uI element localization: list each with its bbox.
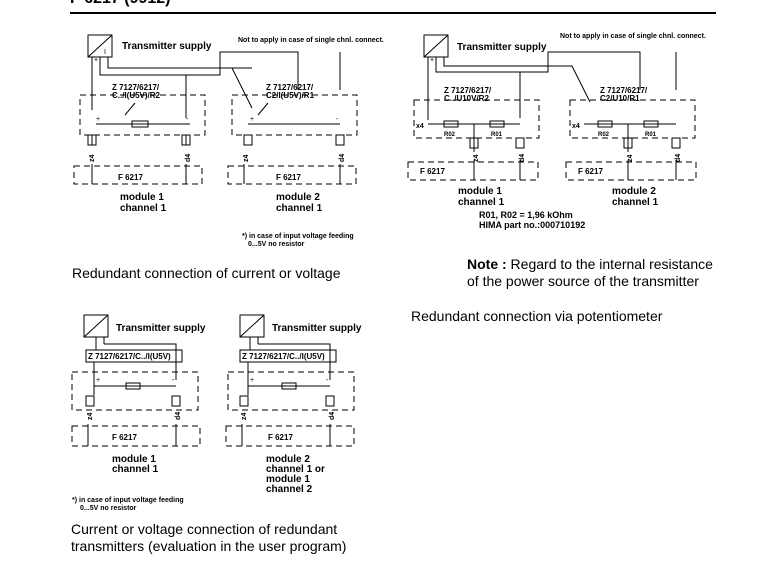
svg-text:I: I bbox=[104, 49, 106, 56]
svg-text:+: + bbox=[96, 377, 100, 384]
svg-text:d4: d4 bbox=[185, 154, 192, 162]
svg-text:Z 7127/6217/C../I(U5V): Z 7127/6217/C../I(U5V) bbox=[88, 352, 171, 361]
svg-text:channel 1: channel 1 bbox=[458, 197, 505, 208]
svg-text:+: + bbox=[96, 116, 100, 123]
m2-type-l1: Z 7127/6217/ bbox=[266, 83, 314, 92]
svg-text:module 1: module 1 bbox=[266, 474, 310, 485]
svg-text:module 1: module 1 bbox=[112, 454, 156, 465]
svg-text:+: + bbox=[250, 377, 254, 384]
svg-text:*) in case of input voltage fe: *) in case of input voltage feeding bbox=[72, 497, 184, 504]
svg-text:F 6217: F 6217 bbox=[578, 167, 603, 176]
svg-text:F 6217: F 6217 bbox=[420, 167, 445, 176]
svg-text:R01, R02 = 1,96 kOhm: R01, R02 = 1,96 kOhm bbox=[479, 210, 573, 220]
m1-type-l1: Z 7127/6217/ bbox=[112, 83, 160, 92]
svg-text:z4: z4 bbox=[473, 155, 480, 163]
svg-text:z4: z4 bbox=[627, 155, 634, 163]
svg-text:d4: d4 bbox=[175, 412, 182, 420]
svg-text:-: - bbox=[326, 377, 329, 384]
svg-text:channel 2: channel 2 bbox=[266, 484, 313, 495]
svg-text:+: + bbox=[94, 57, 98, 64]
svg-text:Transmitter supply: Transmitter supply bbox=[272, 323, 362, 334]
svg-text:Transmitter supply: Transmitter supply bbox=[116, 323, 206, 334]
svg-text:Transmitter supply: Transmitter supply bbox=[457, 42, 547, 53]
svg-text:+: + bbox=[250, 116, 254, 123]
svg-text:-: - bbox=[336, 116, 339, 123]
svg-text:module 2: module 2 bbox=[276, 192, 320, 203]
svg-text:module 2: module 2 bbox=[266, 454, 310, 465]
svg-text:channel 1: channel 1 bbox=[112, 464, 159, 475]
svg-text:+: + bbox=[430, 57, 434, 64]
page-header: F 6217 (9912) bbox=[70, 0, 171, 8]
svg-text:F 6217: F 6217 bbox=[276, 173, 301, 182]
caption-line-2: transmitters (evaluation in the user pro… bbox=[71, 538, 347, 554]
svg-text:z4: z4 bbox=[243, 155, 250, 163]
svg-text:z4: z4 bbox=[241, 413, 248, 421]
m2-type-l2: C2/I(U5V)/R1 bbox=[266, 91, 315, 100]
svg-text:F 6217: F 6217 bbox=[112, 433, 137, 442]
svg-text:0...5V no resistor: 0...5V no resistor bbox=[248, 241, 305, 248]
caption-current-voltage: Redundant connection of current or volta… bbox=[72, 265, 341, 281]
svg-text:-: - bbox=[186, 116, 189, 123]
svg-text:d4: d4 bbox=[519, 154, 526, 162]
svg-text:R02: R02 bbox=[444, 132, 456, 138]
svg-text:module 1: module 1 bbox=[120, 192, 164, 203]
svg-text:F 6217: F 6217 bbox=[118, 173, 143, 182]
header-rule bbox=[70, 12, 716, 14]
svg-text:channel 1: channel 1 bbox=[612, 197, 659, 208]
svg-text:*) in case of input voltage fe: *) in case of input voltage feeding bbox=[242, 233, 354, 240]
diagram-potentiometer: Transmitter supply Not to apply in case … bbox=[407, 33, 706, 230]
svg-text:C../U10V/R2: C../U10V/R2 bbox=[444, 94, 489, 103]
diagram-redundant-current-voltage: I Transmitter supply Not to apply in cas… bbox=[73, 34, 384, 248]
svg-text:d4: d4 bbox=[339, 154, 346, 162]
svg-text:F 6217: F 6217 bbox=[268, 433, 293, 442]
svg-text:R01: R01 bbox=[491, 132, 503, 138]
single-channel-note: Not to apply in case of single chnl. con… bbox=[238, 37, 384, 44]
caption-line-1: Current or voltage connection of redunda… bbox=[71, 521, 338, 537]
svg-text:channel 1: channel 1 bbox=[120, 203, 167, 214]
svg-text:x4: x4 bbox=[572, 123, 580, 130]
svg-text:HIMA part no.:000710192: HIMA part no.:000710192 bbox=[479, 220, 585, 230]
transmitter-supply-label: Transmitter supply bbox=[122, 41, 212, 52]
m1-type-l2: C../I(U5V)/R2 bbox=[112, 91, 161, 100]
note-text: Regard to the internal resistance bbox=[506, 256, 713, 272]
svg-text:z4: z4 bbox=[89, 155, 96, 163]
svg-text:module 2: module 2 bbox=[612, 186, 656, 197]
caption-redundant-transmitters: Current or voltage connection of redunda… bbox=[71, 521, 346, 555]
svg-text:z4: z4 bbox=[87, 413, 94, 421]
note-internal-resistance: Note : Regard to the internal resistance… bbox=[467, 256, 713, 290]
svg-text:module 1: module 1 bbox=[458, 186, 502, 197]
svg-text:d4: d4 bbox=[675, 154, 682, 162]
svg-text:-: - bbox=[172, 377, 175, 384]
svg-text:Not to apply in case of single: Not to apply in case of single chnl. con… bbox=[560, 33, 706, 40]
svg-text:Z 7127/6217/: Z 7127/6217/ bbox=[600, 86, 648, 95]
caption-potentiometer: Redundant connection via potentiometer bbox=[411, 308, 663, 324]
note-text-2: of the power source of the transmitter bbox=[467, 273, 699, 289]
diagram-redundant-transmitters: Transmitter supply Z 7127/6217/C../I(U5V… bbox=[71, 314, 362, 512]
svg-text:d4: d4 bbox=[329, 412, 336, 420]
note-label: Note : bbox=[467, 256, 507, 272]
svg-text:0...5V no resistor: 0...5V no resistor bbox=[80, 505, 137, 512]
svg-text:channel 1 or: channel 1 or bbox=[266, 464, 325, 475]
svg-text:channel 1: channel 1 bbox=[276, 203, 323, 214]
svg-text:R02: R02 bbox=[598, 132, 610, 138]
svg-text:C2/U10/R1: C2/U10/R1 bbox=[600, 94, 640, 103]
svg-text:Z 7127/6217/: Z 7127/6217/ bbox=[444, 86, 492, 95]
svg-text:x4: x4 bbox=[416, 123, 424, 130]
svg-text:Z 7127/6217/C../I(U5V): Z 7127/6217/C../I(U5V) bbox=[242, 352, 325, 361]
svg-text:R01: R01 bbox=[645, 132, 657, 138]
